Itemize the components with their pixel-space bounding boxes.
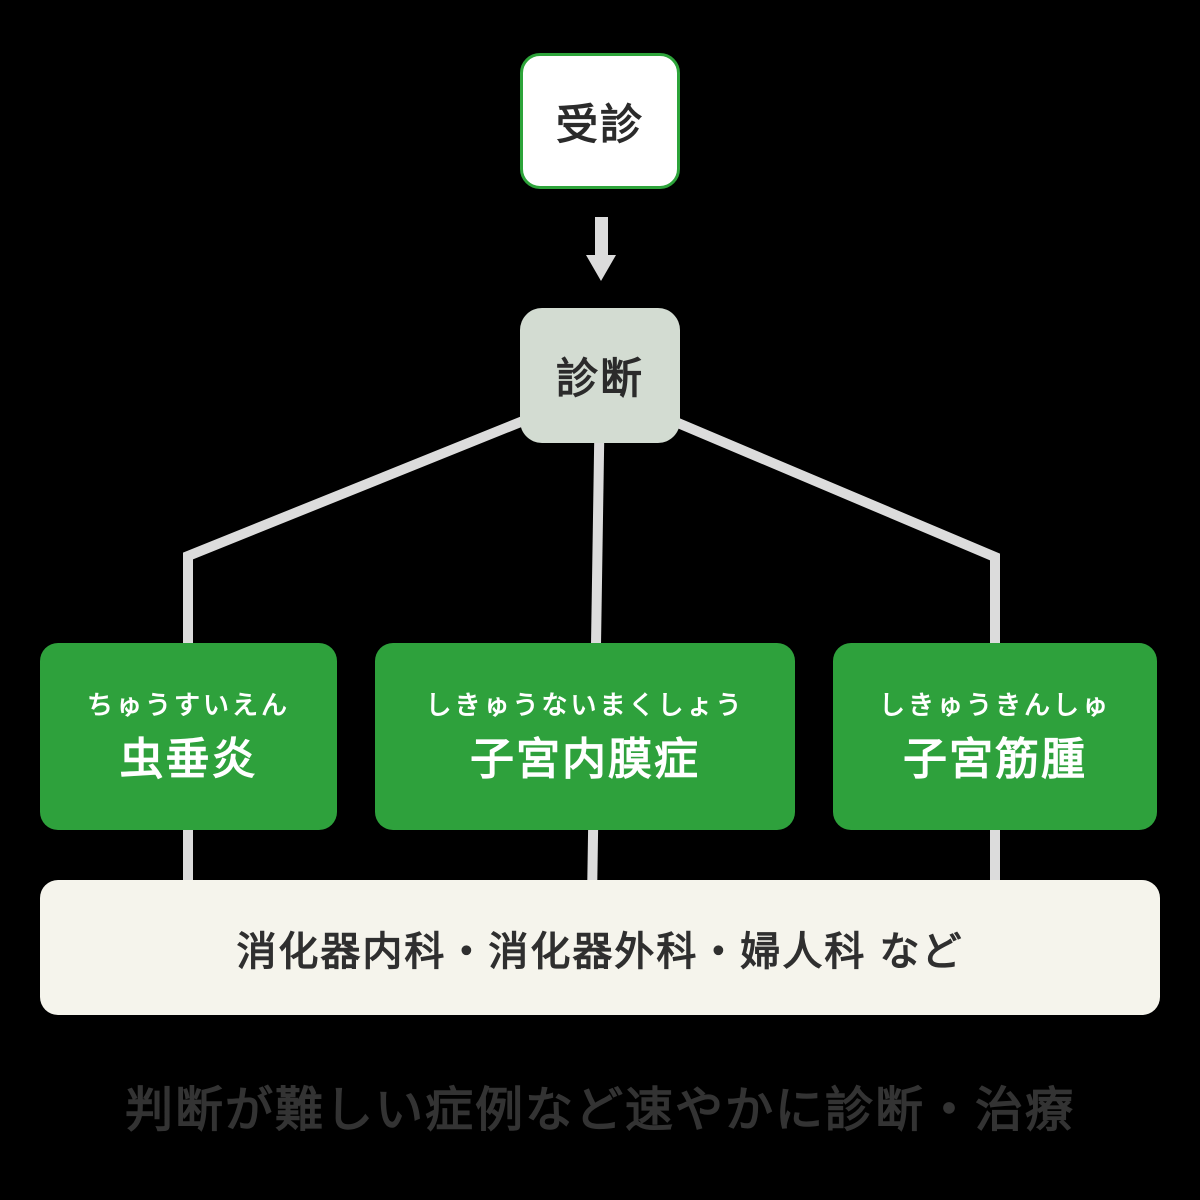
departments-label: 消化器内科・消化器外科・婦人科 など — [236, 929, 964, 974]
disease-reading: しきゅうないまくしょう — [425, 689, 745, 720]
arrow-down-icon — [586, 217, 616, 281]
disease-name: 子宮内膜症 — [470, 734, 700, 784]
disease-node-appendicitis: ちゅうすいえん 虫垂炎 — [40, 643, 337, 830]
visit-label: 受診 — [555, 100, 644, 148]
diagnosis-node: 診断 — [520, 308, 680, 443]
departments-bar: 消化器内科・消化器外科・婦人科 など — [40, 880, 1160, 1015]
disease-name: 虫垂炎 — [119, 734, 258, 784]
disease-reading: ちゅうすいえん — [86, 689, 290, 720]
disease-node-uterine-fibroid: しきゅうきんしゅ 子宮筋腫 — [833, 643, 1157, 830]
disease-node-endometriosis: しきゅうないまくしょう 子宮内膜症 — [375, 643, 795, 830]
disease-reading: しきゅうきんしゅ — [878, 689, 1111, 720]
caption-text: 判断が難しい症例など速やかに診断・治療 — [124, 1084, 1075, 1137]
diagnosis-label: 診断 — [555, 355, 644, 402]
disease-name: 子宮筋腫 — [903, 734, 1087, 784]
visit-node: 受診 — [520, 53, 680, 189]
